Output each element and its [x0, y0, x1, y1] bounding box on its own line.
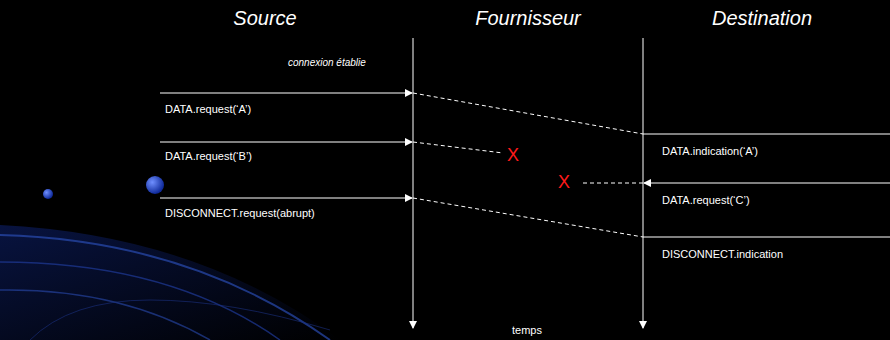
background-swoosh — [0, 225, 340, 340]
transfer-line — [580, 183, 643, 184]
primitive-label: DATA.request(‘C’) — [662, 194, 750, 207]
background-curve — [0, 290, 210, 340]
axis-label: temps — [512, 324, 542, 337]
loss-marker: X — [507, 145, 519, 167]
column-heading: Destination — [712, 6, 812, 30]
loss-marker: X — [558, 172, 570, 194]
primitive-label: DATA.request(‘B’) — [165, 150, 252, 163]
primitive-line — [643, 237, 890, 238]
background-curve — [30, 300, 330, 340]
primitive-label: DATA.request(‘A’) — [165, 103, 251, 116]
background-sphere — [146, 176, 164, 194]
primitive-arrow — [160, 93, 412, 94]
state-note: connexion établie — [288, 57, 366, 69]
column-heading: Source — [233, 6, 296, 30]
column-heading: Fournisseur — [475, 6, 581, 30]
primitive-label: DATA.indication(‘A’) — [662, 145, 758, 158]
transfer-line — [413, 198, 643, 237]
background-curve — [0, 262, 280, 340]
primitive-label: DISCONNECT.indication — [662, 248, 783, 261]
background-sphere — [43, 189, 53, 199]
primitive-arrow — [160, 142, 412, 143]
primitive-arrow — [160, 198, 412, 199]
background-curve — [0, 235, 330, 340]
primitive-arrow — [644, 183, 890, 184]
primitive-line — [643, 134, 890, 135]
transfer-line — [413, 93, 643, 134]
primitive-label: DISCONNECT.request(abrupt) — [165, 207, 315, 220]
transfer-line — [413, 142, 503, 153]
time-axis — [413, 38, 414, 328]
